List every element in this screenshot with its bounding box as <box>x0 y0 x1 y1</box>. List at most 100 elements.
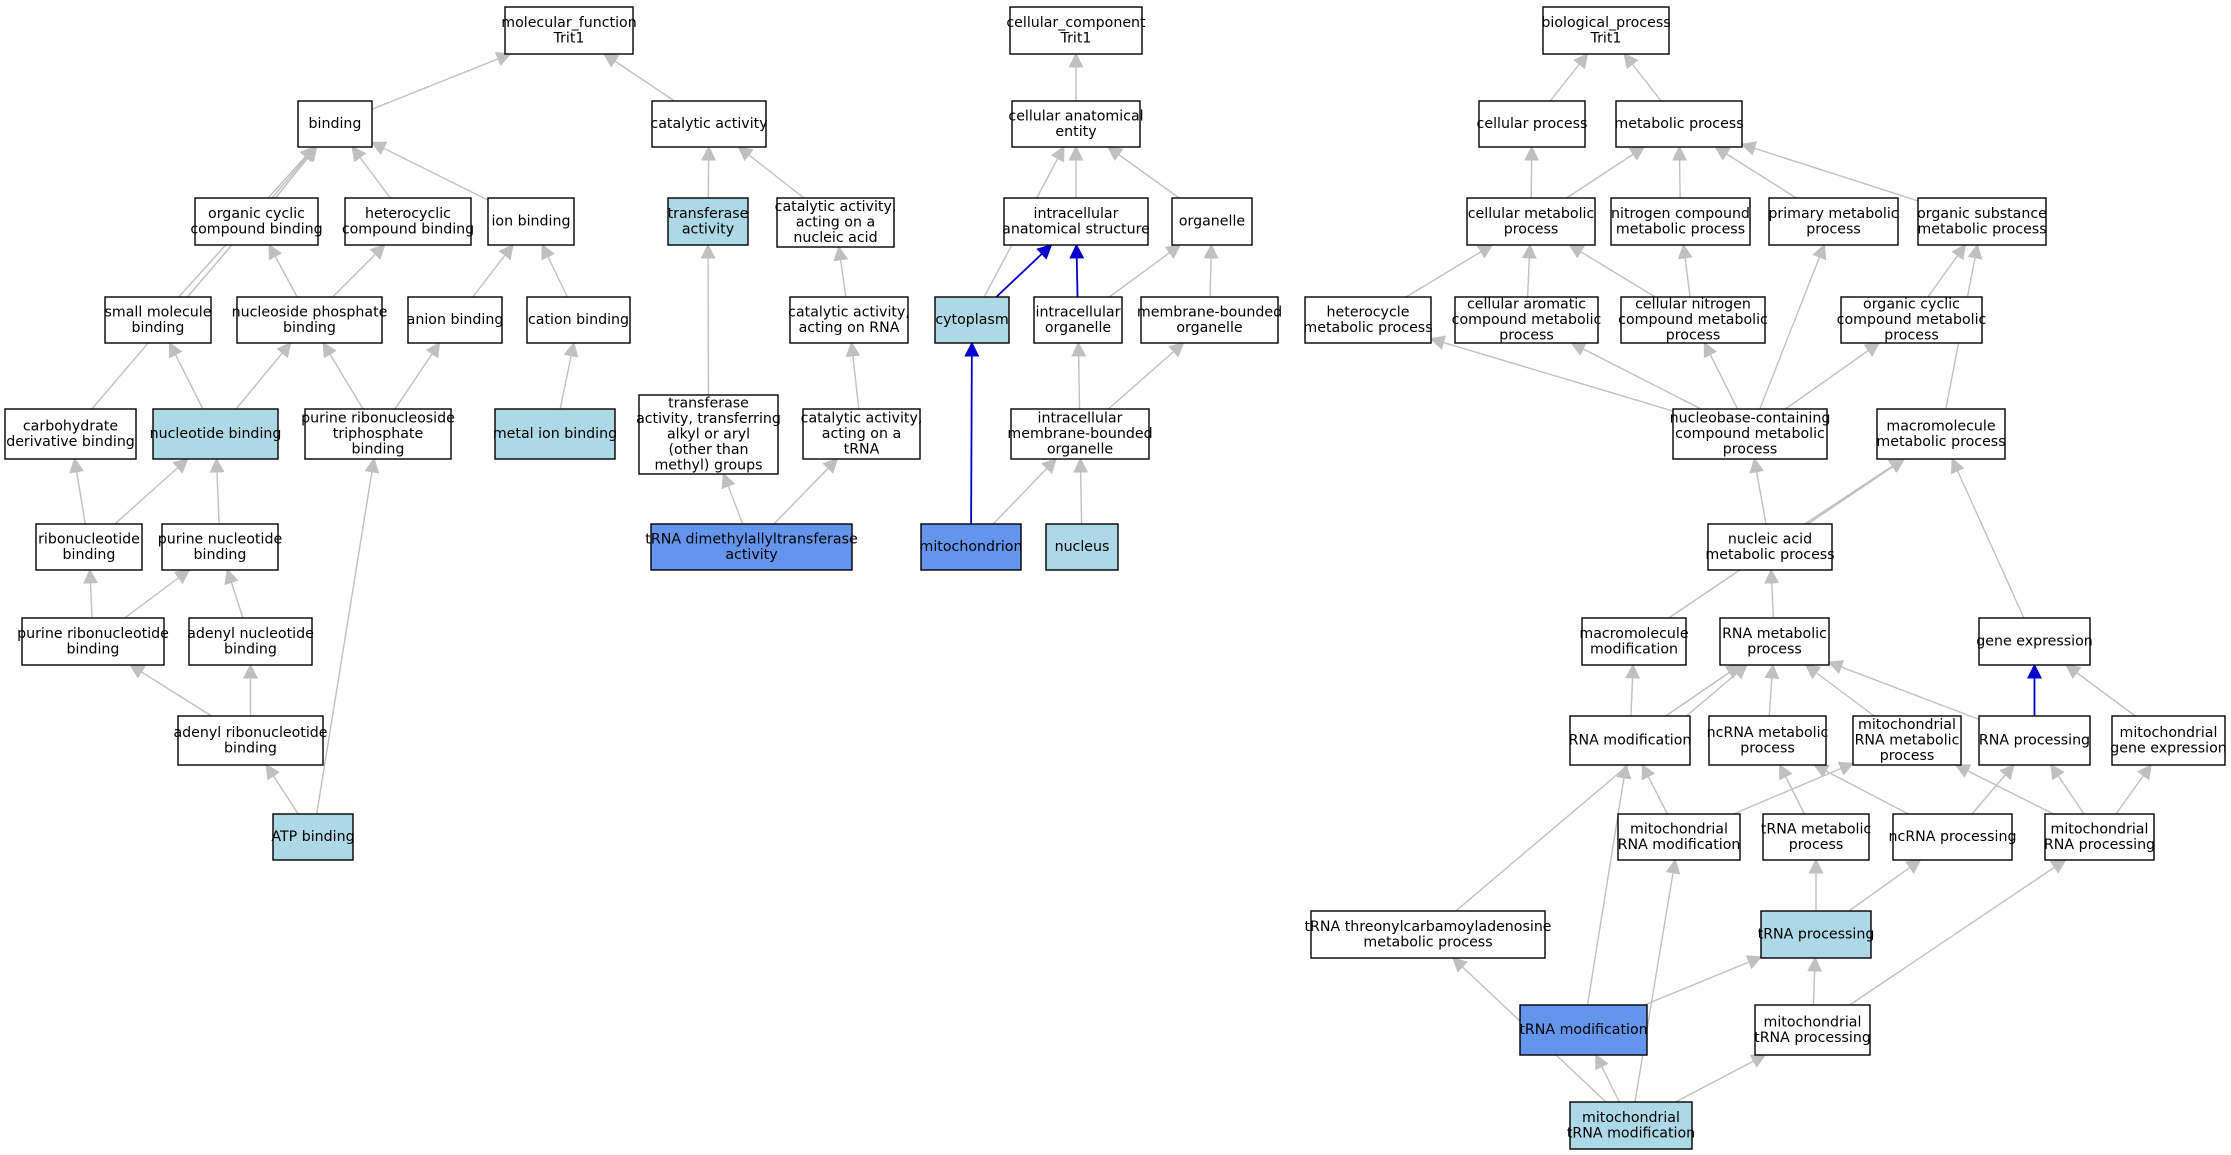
node-binding: binding <box>297 100 373 148</box>
node-label-line: tRNA dimethylallyltransferase <box>645 531 857 547</box>
node-box <box>35 523 143 571</box>
edge-cellular-metabolic-process-to-cellular-process <box>1524 145 1540 199</box>
edges-layer <box>69 52 2152 1103</box>
node-box <box>1760 910 1872 959</box>
node-cellular-process: cellular process <box>1477 100 1587 148</box>
node-label-line: gene expression <box>1976 634 2093 650</box>
node-label-line: purine ribonucleoside <box>301 411 455 427</box>
node-box <box>177 715 324 766</box>
node-metabolic-process: metabolic process <box>1614 100 1744 148</box>
node-box <box>1768 197 1899 246</box>
edge-nucleobase-mp-to-cell-aromatic-mp <box>1570 342 1702 410</box>
node-box <box>272 813 354 861</box>
node-label-line: nucleoside phosphate <box>232 304 388 320</box>
edge-mitochondrion-to-cytoplasm <box>964 341 980 525</box>
edge-intracell-organelle-to-intracell-anat-struct <box>1069 243 1085 298</box>
edge-mito-trna-modification-to-mito-rna-modification <box>1634 858 1681 1103</box>
edge-cat-trna-to-cat-rna <box>845 341 861 410</box>
node-cation-binding: cation binding <box>526 296 631 344</box>
node-label-line: heterocycle <box>1327 304 1410 320</box>
node-label-line: binding <box>194 547 247 563</box>
node-label-line: RNA modification <box>1569 733 1692 749</box>
node-box <box>2111 715 2226 766</box>
node-label-line: primary metabolic <box>1768 206 1898 222</box>
node-label-line: compound metabolic <box>1837 312 1987 328</box>
node-gene-expression: gene expression <box>1976 617 2093 666</box>
node-box <box>1010 408 1150 460</box>
node-box <box>651 100 767 148</box>
edge-cytoplasm-to-intracell-anat-struct <box>995 243 1053 298</box>
node-label-line: tRNA metabolic <box>1761 821 1871 837</box>
edge-organelle-to-cell-anat-entity <box>1106 146 1180 199</box>
node-box <box>650 523 853 571</box>
edge-atp-binding-to-purine-ribonucleoside-tp-binding <box>316 457 380 815</box>
node-label-line: tRNA threonylcarbamoyladenosine <box>1304 919 1551 935</box>
edge-heterocyclic-binding-to-binding <box>351 145 391 199</box>
edge-intracell-mb-organelle-to-membrane-bounded-organelle <box>1107 342 1185 410</box>
node-label-line: adenyl ribonucleotide <box>173 725 327 741</box>
node-box <box>194 197 319 246</box>
node-label-line: cellular metabolic <box>1468 206 1595 222</box>
edge-rna-modification-to-macromolecule-mod <box>1625 663 1640 717</box>
node-label-line: RNA metabolic <box>1855 733 1960 749</box>
node-box <box>1454 296 1599 344</box>
node-label-line: tRNA modification <box>1519 1022 1647 1038</box>
node-box <box>1003 197 1149 246</box>
edge-gene-expression-to-macromolecule-mp <box>1950 457 2025 619</box>
node-label-line: organic cyclic <box>1863 297 1960 313</box>
edge-metal-ion-binding-to-cation-binding <box>559 341 579 410</box>
node-box <box>1762 813 1870 861</box>
node-label-line: compound metabolic <box>1452 312 1602 328</box>
node-label-line: metabolic process <box>1705 547 1834 563</box>
node-label-line: cytoplasm <box>935 312 1008 328</box>
node-label-line: acting on a <box>822 426 901 442</box>
node-box <box>1310 910 1546 959</box>
node-label-line: metal ion binding <box>493 426 617 442</box>
edge-ion-binding-to-binding <box>370 141 489 201</box>
node-label-line: transferase <box>668 396 749 412</box>
node-label-line: carbohydrate <box>23 418 118 434</box>
edge-ribonucleotide-binding-to-carb-deriv-binding <box>69 457 86 525</box>
edge-heterocycle-mp-to-cellular-metabolic-process <box>1405 244 1494 298</box>
node-box <box>776 197 895 248</box>
node-box <box>1917 197 2047 246</box>
node-label-line: nucleotide binding <box>150 426 282 442</box>
node-label-line: tRNA processing <box>1758 927 1875 943</box>
edge-trna-dmat-to-cat-trna <box>773 457 839 525</box>
node-box <box>1610 197 1751 246</box>
node-label-line: metabolic process <box>1616 221 1745 237</box>
node-label-line: purine ribonucleotide <box>17 626 169 642</box>
node-label-line: ncRNA processing <box>1889 829 2017 845</box>
edge-mito-trna-processing-to-mito-rna-processing <box>1849 859 2067 1006</box>
edge-trna-dmat-to-transferase-alkyl <box>721 472 744 525</box>
node-label-line: molecular_function <box>501 15 636 31</box>
edge-purine-ribonucleotide-binding-to-ribonucleotide-binding <box>83 568 99 619</box>
node-ncrna-processing: ncRNA processing <box>1889 813 2017 861</box>
edge-ncrna-processing-to-rna-processing <box>1971 763 2015 815</box>
edge-purine-ribonucleotide-binding-to-purine-nucleotide-binding <box>124 569 191 619</box>
node-label-line: organic cyclic <box>208 206 305 222</box>
node-box <box>1852 715 1962 766</box>
node-organelle: organelle <box>1171 197 1253 246</box>
edge-mito-rna-processing-to-rna-processing <box>2050 763 2085 815</box>
node-label-line: mitochondrion <box>920 539 1023 555</box>
node-label-line: process <box>1747 641 1802 657</box>
node-box <box>494 408 616 460</box>
edge-cell-nitrogen-mp-to-nitrogen-compound-mp <box>1677 243 1693 298</box>
edge-mito-rna-processing-to-mito-gene-expression <box>2115 763 2152 815</box>
node-atp-binding: ATP binding <box>271 813 355 861</box>
node-label-line: ncRNA metabolic <box>1707 725 1829 741</box>
